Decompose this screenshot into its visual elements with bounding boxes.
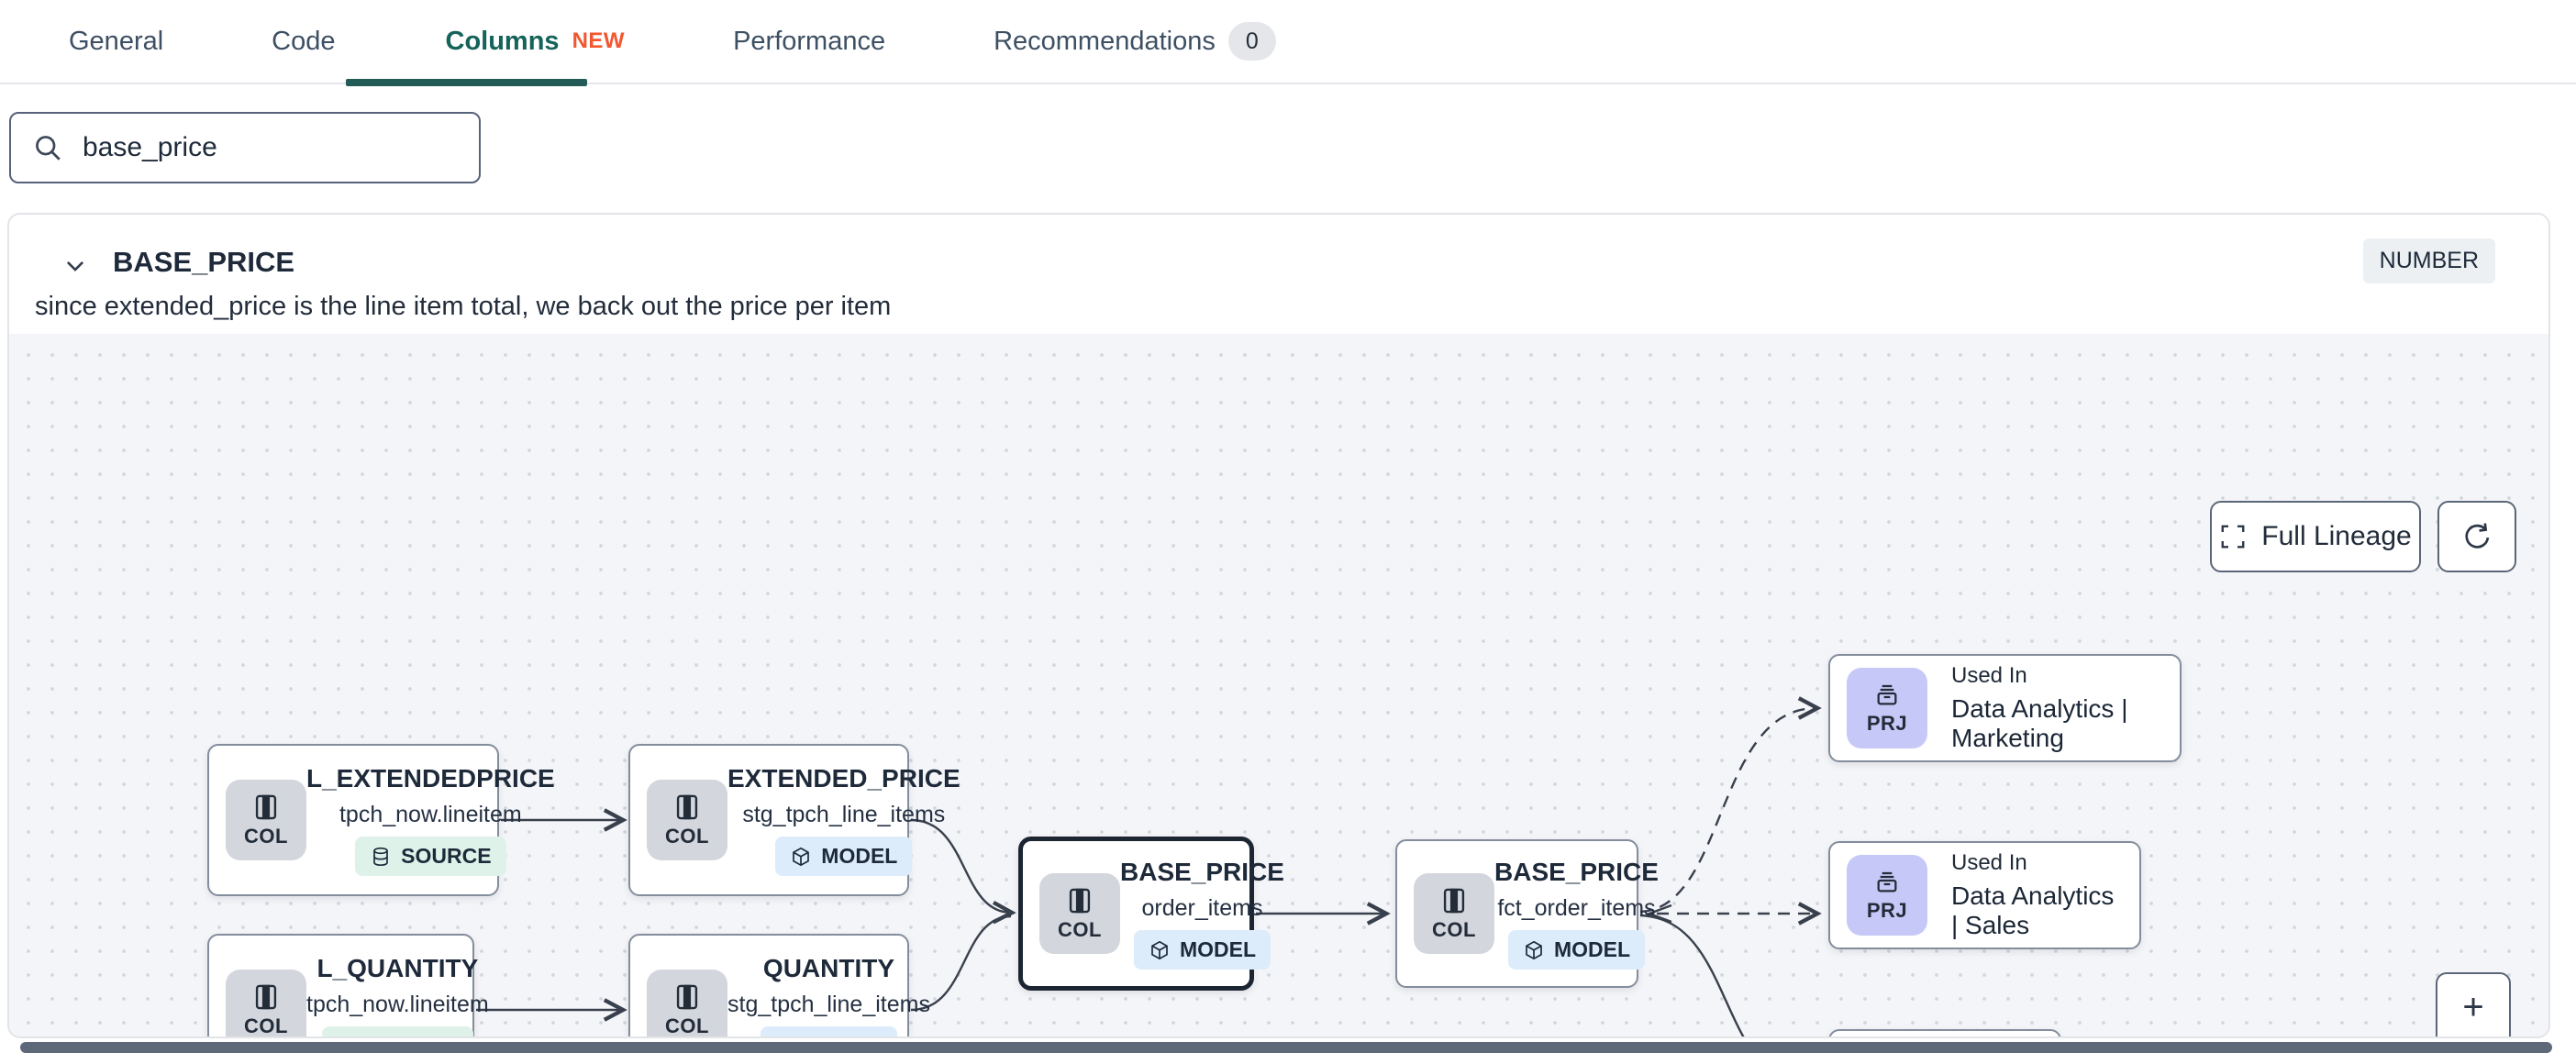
collapse-chevron[interactable]	[57, 248, 94, 284]
model-badge: MODEL	[775, 837, 913, 876]
tab-columns[interactable]: Columns NEW	[445, 26, 626, 56]
database-icon	[337, 1036, 359, 1039]
column-chip: COL	[1039, 873, 1120, 954]
columns-icon	[676, 984, 698, 1010]
column-detail-panel: BASE_PRICE NUMBER since extended_price i…	[7, 213, 2550, 1038]
tab-performance[interactable]: Performance	[733, 26, 886, 56]
columns-icon	[1069, 888, 1091, 914]
source-badge: SOURCE	[355, 837, 506, 876]
refresh-icon	[2465, 523, 2490, 549]
column-chip: COL	[647, 780, 727, 860]
node-subtitle: fct_order_items	[1497, 895, 1656, 921]
node-title: QUANTITY	[762, 954, 895, 982]
node-base-price-use-variables[interactable]: COL BASE_PRICE use_variables MODEL	[1828, 1029, 2061, 1036]
node-title: BASE_PRICE	[1120, 858, 1284, 886]
project-chip: PRJ	[1847, 855, 1927, 936]
node-title: EXTENDED_PRICE	[727, 764, 960, 793]
column-chip: COL	[226, 780, 306, 860]
node-title: BASE_PRICE	[1494, 858, 1659, 886]
column-chip: COL	[1414, 873, 1494, 954]
project-chip: PRJ	[1847, 668, 1927, 748]
search-input[interactable]	[83, 132, 459, 163]
column-chip: COL	[226, 970, 306, 1036]
columns-icon	[255, 984, 277, 1010]
node-base-price-order-items[interactable]: COL BASE_PRICE order_items MODEL	[1018, 837, 1284, 991]
cube-icon	[775, 1036, 797, 1039]
lineage-edges	[476, 696, 1822, 1036]
chevron-down-icon	[66, 261, 84, 272]
node-subtitle: stg_tpch_line_items	[742, 802, 946, 827]
tab-recommendations[interactable]: Recommendations 0	[994, 0, 1276, 83]
node-title: Data Analytics | Sales	[1951, 881, 2115, 939]
tab-code[interactable]: Code	[272, 26, 336, 56]
horizontal-scrollbar[interactable]	[20, 1042, 2552, 1053]
column-search[interactable]	[9, 112, 481, 183]
refresh-button[interactable]	[2437, 501, 2516, 572]
zoom-controls: + −	[2436, 972, 2511, 1036]
column-name: BASE_PRICE	[113, 246, 295, 278]
column-header: BASE_PRICE NUMBER since extended_price i…	[9, 215, 2548, 334]
new-badge: NEW	[572, 28, 626, 53]
node-base-price-fct-order-items[interactable]: COL BASE_PRICE fct_order_items MODEL	[1395, 839, 1659, 988]
column-description: since extended_price is the line item to…	[35, 292, 892, 321]
lineage-canvas[interactable]: COL L_EXTENDEDPRICE tpch_now.lineitem SO…	[9, 334, 2548, 1039]
node-subtitle: tpch_now.lineitem	[306, 992, 489, 1017]
columns-icon	[1443, 888, 1465, 914]
recommendations-count-badge: 0	[1227, 22, 1276, 61]
node-l-extendedprice[interactable]: COL L_EXTENDEDPRICE tpch_now.lineitem SO…	[207, 744, 555, 896]
column-chip: COL	[647, 970, 727, 1036]
node-extended-price[interactable]: COL EXTENDED_PRICE stg_tpch_line_items M…	[628, 744, 960, 896]
tab-bar: General Code Columns NEW Performance Rec…	[0, 0, 2576, 86]
node-subtitle: stg_tpch_line_items	[727, 992, 930, 1017]
cube-icon	[1526, 940, 1542, 959]
node-used-in-marketing[interactable]: PRJ Used In Data Analytics | Marketing	[1828, 654, 2182, 762]
columns-icon	[676, 794, 698, 820]
node-subtitle: order_items	[1141, 895, 1263, 921]
cube-icon	[793, 847, 810, 866]
node-l-quantity[interactable]: COL L_QUANTITY tpch_now.lineitem SOURCE	[207, 934, 489, 1039]
columns-icon	[255, 794, 277, 820]
node-used-in-sales[interactable]: PRJ Used In Data Analytics | Sales	[1828, 841, 2141, 949]
project-stack-icon	[1877, 871, 1897, 892]
project-stack-icon	[1877, 684, 1897, 705]
model-badge: MODEL	[760, 1026, 898, 1039]
tab-general[interactable]: General	[69, 26, 164, 56]
database-icon	[373, 847, 389, 866]
node-title: Data Analytics | Marketing	[1951, 694, 2128, 752]
source-badge: SOURCE	[322, 1026, 473, 1039]
active-tab-underline	[346, 79, 587, 86]
model-badge: MODEL	[1507, 930, 1645, 970]
node-title: L_EXTENDEDPRICE	[306, 764, 555, 793]
node-quantity[interactable]: COL QUANTITY stg_tpch_line_items MODEL	[628, 934, 930, 1039]
model-badge: MODEL	[1133, 930, 1271, 970]
used-in-label: Used In	[1951, 663, 2027, 688]
zoom-in-button[interactable]: +	[2437, 974, 2509, 1036]
full-lineage-button[interactable]: Full Lineage	[2210, 501, 2421, 572]
cube-icon	[1151, 940, 1168, 959]
column-type-badge: NUMBER	[2362, 238, 2495, 283]
node-subtitle: tpch_now.lineitem	[339, 802, 522, 827]
search-icon	[36, 136, 61, 161]
expand-icon	[2221, 525, 2245, 549]
node-title: L_QUANTITY	[316, 954, 479, 982]
used-in-label: Used In	[1951, 850, 2027, 875]
